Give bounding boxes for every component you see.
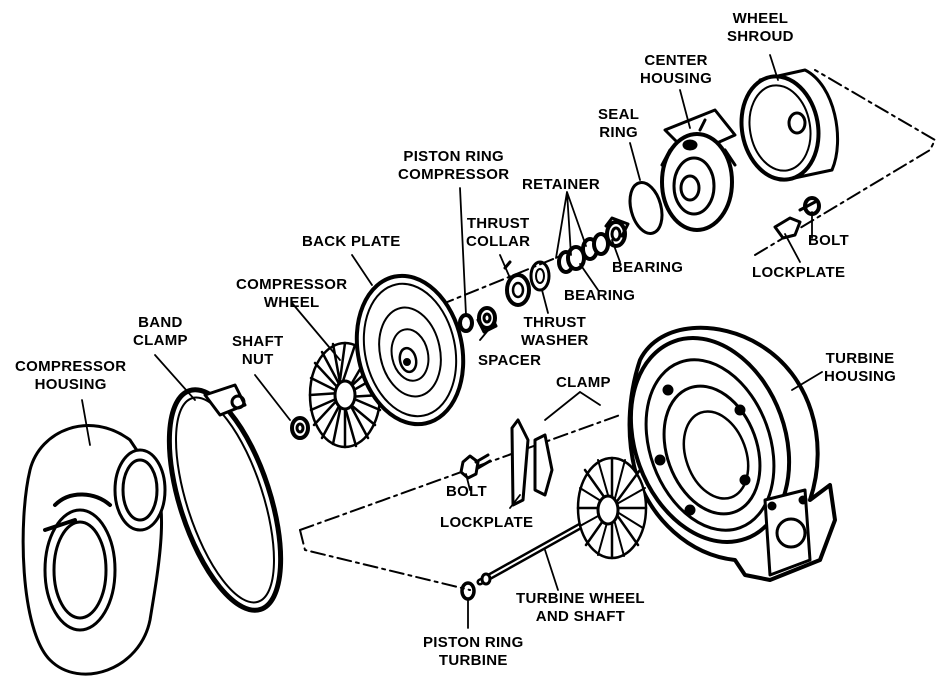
band-clamp xyxy=(166,383,284,613)
center-housing-part xyxy=(660,108,737,232)
label-thrust-washer: THRUST WASHER xyxy=(521,314,589,349)
label-thrust-collar: THRUST COLLAR xyxy=(466,215,531,250)
leader-lines xyxy=(81,54,823,629)
label-compressor-housing: COMPRESSOR HOUSING xyxy=(15,358,127,393)
label-lockplate-lower: LOCKPLATE xyxy=(440,514,534,531)
label-lockplate-upper: LOCKPLATE xyxy=(752,264,846,281)
spacer-part xyxy=(476,306,498,334)
label-clamp: CLAMP xyxy=(556,374,611,391)
label-piston-ring-turbine: PISTON RING TURBINE xyxy=(423,634,524,669)
label-bearing-lower: BEARING xyxy=(564,287,636,304)
wheel-shroud-part xyxy=(739,68,839,182)
compressor-housing xyxy=(21,424,167,676)
label-piston-ring-compressor: PISTON RING COMPRESSOR xyxy=(398,148,510,183)
label-bolt-upper: BOLT xyxy=(808,232,849,249)
label-band-clamp: BAND CLAMP xyxy=(133,314,188,349)
label-shaft-nut: SHAFT NUT xyxy=(232,333,284,368)
piston-ring-turbine-part xyxy=(460,581,476,601)
label-turbine-housing: TURBINE HOUSING xyxy=(824,350,897,385)
seal-ring-part xyxy=(628,181,664,235)
label-seal-ring: SEAL RING xyxy=(598,106,640,141)
bottom-clamp-lockplate-bolt xyxy=(459,418,554,507)
back-plate xyxy=(354,273,466,427)
label-turbine-wheel-and-shaft: TURBINE WHEEL AND SHAFT xyxy=(516,590,645,625)
thrust-washer-part xyxy=(529,260,551,292)
label-back-plate: BACK PLATE xyxy=(302,233,401,250)
label-bearing-upper: BEARING xyxy=(612,259,684,276)
turbine-housing-part xyxy=(627,325,837,582)
label-bolt-lower: BOLT xyxy=(446,483,487,500)
label-compressor-wheel: COMPRESSOR WHEEL xyxy=(236,276,348,311)
shaft-nut xyxy=(290,416,310,440)
label-spacer: SPACER xyxy=(478,352,542,369)
thrust-collar-part xyxy=(503,260,531,307)
label-retainer: RETAINER xyxy=(522,176,600,193)
piston-ring-compressor-part xyxy=(458,313,474,333)
label-center-housing: CENTER HOUSING xyxy=(640,52,713,87)
label-wheel-shroud: WHEEL SHROUD xyxy=(727,10,794,45)
turbine-wheel-and-shaft-part xyxy=(476,456,648,586)
